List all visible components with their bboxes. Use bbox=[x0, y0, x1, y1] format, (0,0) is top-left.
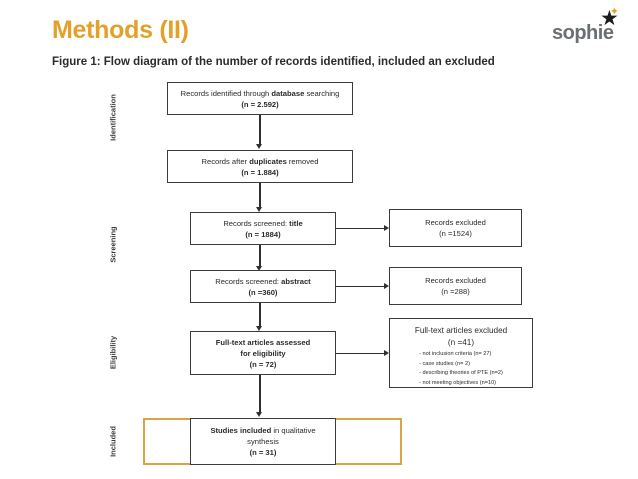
page-title: Methods (II) bbox=[52, 16, 189, 44]
box-fulltext-assessed: Full-text articles assessed for eligibil… bbox=[190, 331, 336, 375]
list-item: - case studies (n= 2) bbox=[419, 360, 470, 367]
box-fulltext-assessed-line2: for eligibility bbox=[240, 348, 286, 358]
box-excluded-title-line1: Records excluded bbox=[425, 218, 486, 227]
box-records-identified-line1: Records identified through database sear… bbox=[180, 88, 340, 98]
box-excluded-abstract-count: (n =288) bbox=[441, 287, 470, 296]
connector-fulltext-to-excluded bbox=[336, 353, 385, 355]
box-excluded-abstract-line1: Records excluded bbox=[425, 276, 486, 285]
sparkle-icon: ✦ bbox=[609, 6, 619, 18]
arrowhead-right-2 bbox=[384, 283, 389, 289]
box-fulltext-assessed-line1: Full-text articles assessed bbox=[215, 337, 311, 347]
box-fulltext-assessed-count: (n = 72) bbox=[249, 359, 277, 369]
connector-screened-title-to-excluded bbox=[336, 228, 385, 230]
box-duplicates-removed-line1: Records after duplicates removed bbox=[201, 156, 319, 166]
box-screened-title-line1: Records screened: title bbox=[223, 218, 303, 228]
sophie-logo: sophie ★ ✦ bbox=[552, 6, 624, 45]
box-duplicates-removed-count: (n = 1.884) bbox=[241, 167, 279, 177]
list-item: - describing theories of PTE (n=2) bbox=[419, 370, 503, 377]
arrowhead-right-1 bbox=[384, 225, 389, 231]
box-fulltext-excluded-line1: Full-text articles excluded bbox=[414, 326, 508, 335]
box-excluded-title-count: (n =1524) bbox=[439, 229, 472, 238]
list-item: - not meeting objectives (n=10) bbox=[419, 380, 497, 387]
stage-label-eligibility: Eligibility bbox=[108, 335, 118, 370]
connector-screened-abstract-to-excluded bbox=[336, 286, 385, 288]
connector-identified-to-duplicates bbox=[259, 115, 261, 146]
box-duplicates-removed: Records after duplicates removed (n = 1.… bbox=[167, 150, 353, 183]
connector-screened-title-to-abstract bbox=[259, 245, 261, 268]
box-fulltext-excluded-count: (n =41) bbox=[447, 337, 475, 347]
arrowhead-down-2 bbox=[256, 207, 263, 212]
connector-fulltext-to-included bbox=[259, 375, 261, 414]
box-included-synthesis-line1: Studies included in qualitative bbox=[210, 426, 316, 435]
box-fulltext-excluded: Full-text articles excluded (n =41) - no… bbox=[389, 318, 533, 388]
box-included-synthesis-count: (n = 31) bbox=[249, 448, 277, 457]
box-excluded-abstract: Records excluded (n =288) bbox=[389, 267, 522, 305]
figure-caption: Figure 1: Flow diagram of the number of … bbox=[52, 56, 495, 68]
arrowhead-down-4 bbox=[256, 326, 263, 331]
arrowhead-down-1 bbox=[256, 144, 263, 149]
box-screened-abstract: Records screened: abstract (n =360) bbox=[190, 270, 336, 303]
arrowhead-right-3 bbox=[384, 350, 389, 356]
box-screened-title: Records screened: title (n = 1884) bbox=[190, 212, 336, 245]
star-icon: ★ bbox=[600, 7, 619, 30]
box-records-identified: Records identified through database sear… bbox=[167, 82, 353, 115]
connector-abstract-to-fulltext bbox=[259, 303, 261, 328]
arrowhead-down-5 bbox=[256, 412, 263, 417]
arrowhead-down-3 bbox=[256, 266, 263, 271]
stage-label-included: Included bbox=[108, 426, 118, 457]
box-excluded-title: Records excluded (n =1524) bbox=[389, 209, 522, 247]
box-records-identified-count: (n = 2.592) bbox=[241, 99, 279, 109]
fulltext-excluded-reason-list: - not inclusion criteria (n= 27) - case … bbox=[419, 350, 503, 389]
list-item: - not inclusion criteria (n= 27) bbox=[419, 350, 492, 357]
box-included-synthesis: Studies included in qualitative synthesi… bbox=[190, 418, 336, 465]
stage-label-identification: Identification bbox=[108, 94, 118, 141]
logo-wordmark: sophie bbox=[552, 22, 614, 44]
connector-duplicates-to-screened-title bbox=[259, 183, 261, 209]
stage-label-screening: Screening bbox=[108, 226, 118, 263]
box-screened-abstract-line1: Records screened: abstract bbox=[215, 276, 311, 286]
box-screened-title-count: (n = 1884) bbox=[245, 229, 281, 239]
box-included-synthesis-line2: synthesis bbox=[247, 437, 279, 446]
box-screened-abstract-count: (n =360) bbox=[248, 287, 278, 297]
